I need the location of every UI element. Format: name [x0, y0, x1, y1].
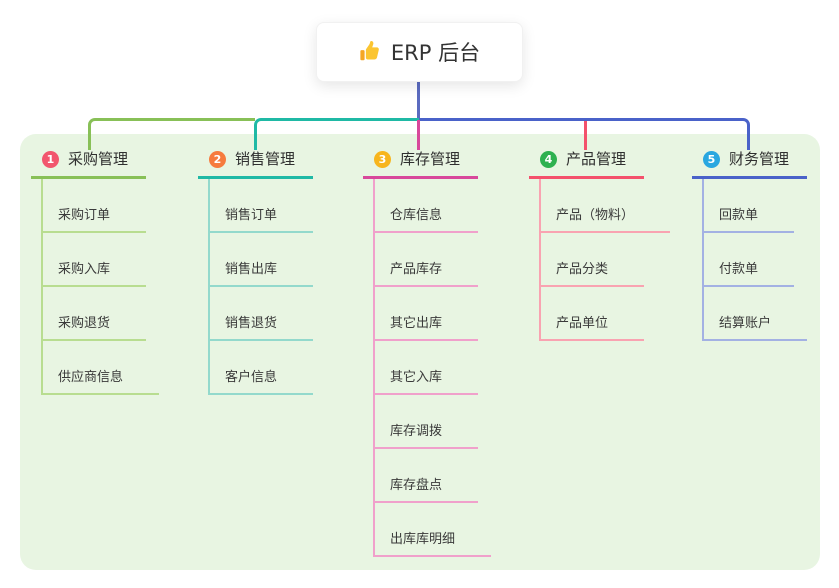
- child-node[interactable]: 其它出库: [375, 287, 479, 341]
- root-node[interactable]: ERP 后台: [316, 22, 523, 82]
- branch-children: 销售订单 销售出库 销售退货 客户信息: [208, 179, 314, 395]
- child-label: 仓库信息: [390, 208, 443, 223]
- child-node[interactable]: 库存盘点: [375, 449, 479, 503]
- root-label: ERP 后台: [390, 41, 481, 65]
- branch-sales-management: 2 销售管理 销售订单 销售出库 销售退货 客户信息: [198, 146, 314, 395]
- child-node[interactable]: 其它入库: [375, 341, 479, 395]
- connector-branch-4: [584, 121, 587, 150]
- branch-number-badge: 1: [42, 150, 59, 168]
- child-label: 销售退货: [225, 316, 278, 331]
- child-node[interactable]: 供应商信息: [43, 341, 160, 395]
- connector-branch-5: [419, 118, 750, 150]
- branch-label: 财务管理: [729, 150, 790, 168]
- child-node[interactable]: 采购入库: [43, 233, 147, 287]
- child-label: 销售出库: [225, 262, 278, 277]
- child-label: 回款单: [719, 208, 759, 223]
- branch-label: 采购管理: [68, 150, 129, 168]
- branch-node[interactable]: 5 财务管理: [692, 146, 807, 179]
- branch-children: 仓库信息 产品库存 其它出库 其它入库 库存调拨 库存盘点 出库库明细: [373, 179, 492, 557]
- child-node[interactable]: 出库库明细: [375, 503, 492, 557]
- branch-children: 产品（物料） 产品分类 产品单位: [539, 179, 671, 341]
- branch-number-badge: 4: [540, 150, 557, 168]
- branch-label: 销售管理: [235, 150, 296, 168]
- mindmap-background-panel: [20, 134, 820, 570]
- child-node[interactable]: 销售退货: [210, 287, 314, 341]
- child-label: 库存调拨: [390, 424, 443, 439]
- child-label: 库存盘点: [390, 478, 443, 493]
- child-label: 采购订单: [58, 208, 111, 223]
- connector-branch-2: [254, 118, 419, 150]
- branch-inventory-management: 3 库存管理 仓库信息 产品库存 其它出库 其它入库 库存调拨 库存盘点 出库库…: [363, 146, 492, 557]
- child-label: 付款单: [719, 262, 759, 277]
- child-node[interactable]: 回款单: [704, 179, 795, 233]
- connector-branch-1: [88, 118, 255, 150]
- child-label: 其它入库: [390, 370, 443, 385]
- child-node[interactable]: 销售出库: [210, 233, 314, 287]
- connector-branch-3: [417, 120, 420, 150]
- branch-node[interactable]: 1 采购管理: [31, 146, 146, 179]
- child-label: 采购入库: [58, 262, 111, 277]
- child-node[interactable]: 客户信息: [210, 341, 314, 395]
- child-label: 产品分类: [556, 262, 609, 277]
- branch-children: 回款单 付款单 结算账户: [702, 179, 808, 341]
- child-label: 产品库存: [390, 262, 443, 277]
- thumbs-up-icon: [359, 41, 381, 63]
- child-node[interactable]: 仓库信息: [375, 179, 479, 233]
- branch-number-badge: 3: [374, 150, 391, 168]
- child-node[interactable]: 产品分类: [541, 233, 645, 287]
- child-node[interactable]: 库存调拨: [375, 395, 479, 449]
- branch-label: 产品管理: [566, 150, 627, 168]
- child-node[interactable]: 采购退货: [43, 287, 147, 341]
- child-label: 供应商信息: [58, 370, 124, 385]
- child-node[interactable]: 产品（物料）: [541, 179, 671, 233]
- child-node[interactable]: 采购订单: [43, 179, 147, 233]
- child-label: 销售订单: [225, 208, 278, 223]
- branch-finance-management: 5 财务管理 回款单 付款单 结算账户: [692, 146, 808, 341]
- child-node[interactable]: 结算账户: [704, 287, 808, 341]
- branch-label: 库存管理: [400, 150, 461, 168]
- branch-node[interactable]: 3 库存管理: [363, 146, 478, 179]
- child-label: 出库库明细: [390, 532, 456, 547]
- branch-node[interactable]: 2 销售管理: [198, 146, 313, 179]
- branch-product-management: 4 产品管理 产品（物料） 产品分类 产品单位: [529, 146, 671, 341]
- child-node[interactable]: 付款单: [704, 233, 795, 287]
- child-label: 客户信息: [225, 370, 278, 385]
- branch-node[interactable]: 4 产品管理: [529, 146, 644, 179]
- child-node[interactable]: 产品单位: [541, 287, 645, 341]
- child-label: 采购退货: [58, 316, 111, 331]
- branch-number-badge: 5: [703, 150, 720, 168]
- branch-purchase-management: 1 采购管理 采购订单 采购入库 采购退货 供应商信息: [31, 146, 160, 395]
- child-label: 其它出库: [390, 316, 443, 331]
- child-label: 产品单位: [556, 316, 609, 331]
- child-node[interactable]: 销售订单: [210, 179, 314, 233]
- child-label: 产品（物料）: [556, 208, 635, 223]
- connector-root-stem: [417, 81, 420, 119]
- child-label: 结算账户: [719, 316, 772, 331]
- child-node[interactable]: 产品库存: [375, 233, 479, 287]
- branch-number-badge: 2: [209, 150, 226, 168]
- branch-children: 采购订单 采购入库 采购退货 供应商信息: [41, 179, 160, 395]
